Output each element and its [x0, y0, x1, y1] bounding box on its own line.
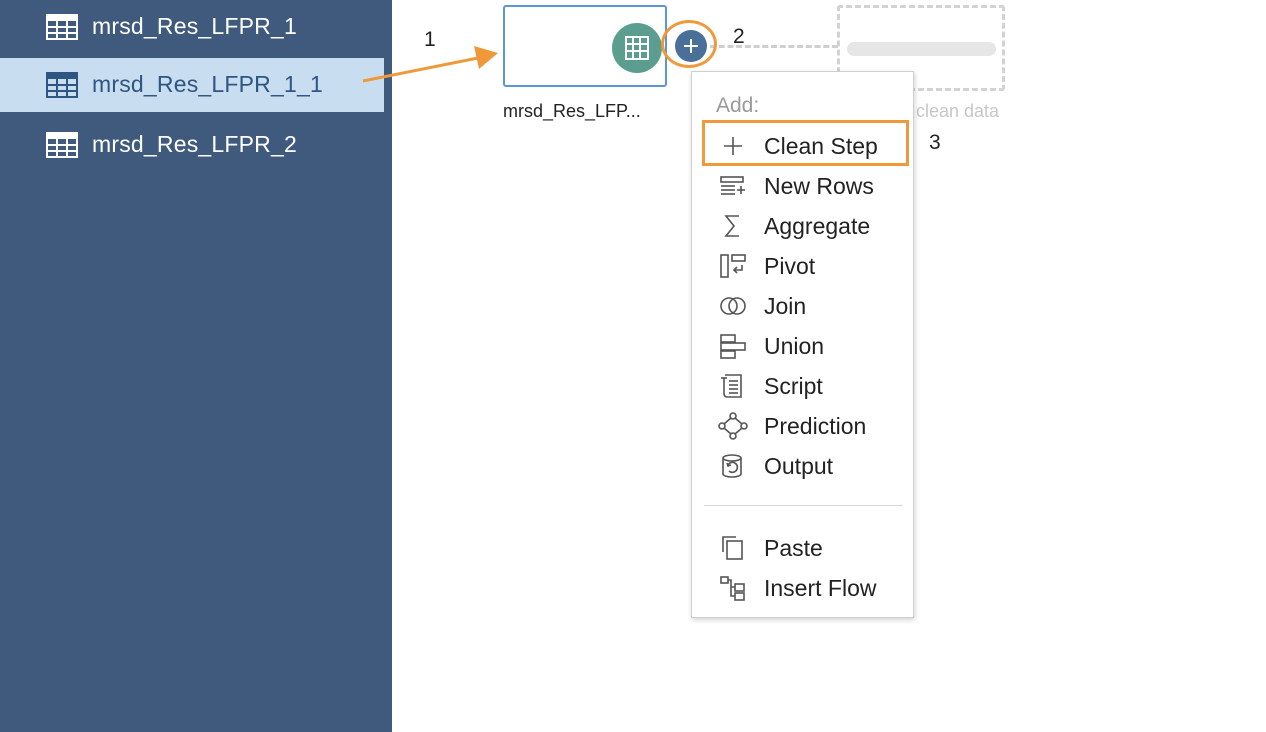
add-button-highlight — [661, 20, 717, 68]
sidebar-item-mrsd-res-lfpr-1-1[interactable]: mrsd_Res_LFPR_1_1 — [0, 58, 384, 112]
new-rows-icon — [720, 176, 745, 195]
menu-item-script[interactable]: Script — [704, 368, 904, 404]
sidebar-item-mrsd-res-lfpr-1[interactable]: mrsd_Res_LFPR_1 — [0, 0, 384, 54]
table-icon — [625, 36, 649, 60]
insert-flow-icon — [720, 576, 745, 601]
menu-item-output[interactable]: Output — [704, 448, 904, 484]
callout-3: 3 — [929, 131, 941, 154]
union-icon — [720, 334, 746, 359]
menu-item-label: Pivot — [764, 253, 816, 279]
add-context-menu: Add: Clean Step New Rows Aggregate — [691, 71, 914, 618]
menu-item-pivot[interactable]: Pivot — [704, 248, 904, 284]
menu-item-label: Paste — [764, 535, 823, 561]
input-node-label: mrsd_Res_LFP... — [503, 101, 641, 121]
output-icon — [722, 454, 742, 478]
menu-item-aggregate[interactable]: Aggregate — [704, 208, 904, 244]
ghost-clean-step-node — [837, 5, 1005, 91]
sidebar-item-label: mrsd_Res_LFPR_1_1 — [92, 71, 323, 97]
menu-header: Add: — [716, 94, 760, 117]
sigma-icon — [724, 215, 739, 237]
ghost-node-bar — [847, 42, 996, 56]
menu-separator — [704, 505, 903, 506]
menu-item-label: Clean Step — [764, 133, 878, 159]
menu-item-label: Insert Flow — [764, 575, 877, 601]
table-icon — [46, 132, 78, 158]
menu-item-label: Aggregate — [764, 213, 871, 239]
sidebar-item-label: mrsd_Res_LFPR_1 — [92, 13, 297, 39]
join-icon — [720, 297, 746, 315]
paste-icon — [722, 536, 743, 560]
callout-2: 2 — [733, 25, 745, 48]
table-icon — [46, 72, 78, 98]
pivot-icon — [720, 254, 746, 278]
callout-1: 1 — [424, 28, 436, 51]
menu-item-label: Output — [764, 453, 834, 479]
plus-icon — [684, 39, 698, 53]
menu-item-join[interactable]: Join — [704, 288, 904, 324]
plus-icon — [724, 137, 742, 155]
menu-item-union[interactable]: Union — [704, 328, 904, 364]
ghost-connector — [710, 45, 838, 48]
sidebar-item-mrsd-res-lfpr-2[interactable]: mrsd_Res_LFPR_2 — [0, 118, 384, 172]
menu-item-clean-step[interactable]: Clean Step — [704, 128, 904, 164]
menu-item-label: Union — [764, 333, 825, 359]
script-icon — [721, 374, 742, 398]
menu-item-label: Prediction — [764, 413, 867, 439]
menu-item-label: New Rows — [764, 173, 874, 199]
menu-item-new-rows[interactable]: New Rows — [704, 168, 904, 204]
input-node-badge — [612, 23, 662, 73]
menu-item-prediction[interactable]: Prediction — [704, 408, 904, 444]
ghost-node-label: clean data — [916, 101, 1000, 121]
menu-item-label: Join — [764, 293, 807, 319]
menu-item-label: Script — [764, 373, 823, 399]
clean-step-highlight — [702, 120, 909, 166]
menu-item-insert-flow[interactable]: Insert Flow — [704, 570, 904, 606]
add-step-button[interactable] — [675, 30, 707, 62]
sidebar-item-label: mrsd_Res_LFPR_2 — [92, 131, 297, 157]
sidebar: mrsd_Res_LFPR_1 mrsd_Res_LFPR_1_1 mrsd_R… — [0, 0, 392, 732]
menu-item-paste[interactable]: Paste — [704, 530, 904, 566]
prediction-icon — [718, 412, 748, 440]
table-icon — [46, 14, 78, 40]
